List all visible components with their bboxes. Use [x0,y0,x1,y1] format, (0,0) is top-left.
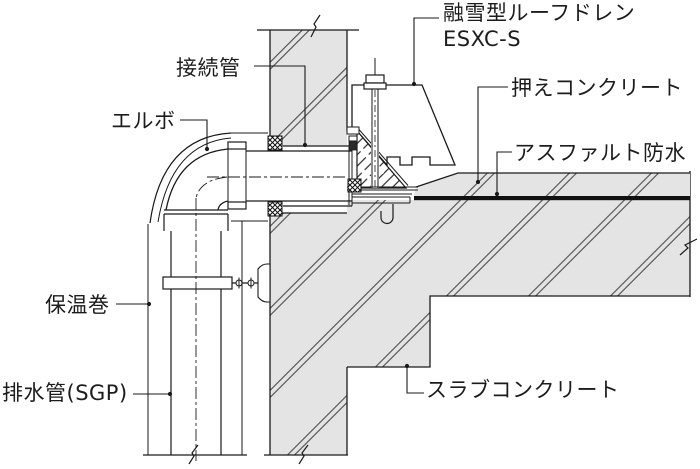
elbow-fitting [149,132,247,231]
roof-drain-body [346,58,456,225]
hook-bolt [380,204,394,225]
pipe-insulation-line [231,132,268,222]
insulation-outer-arc [149,132,232,224]
pipe-support-bracket [162,263,271,303]
drain-pipe-vertical [147,221,243,455]
wall-packing-bottom [267,201,283,217]
label-roof-drain: 融雪型ルーフドレン ESXC-S [443,0,635,52]
insulation-lines [147,221,243,455]
roof-slab [269,171,691,455]
leader-lines [116,17,512,395]
label-drain-pipe: 排水管(SGP) [2,381,128,405]
leader-elbow [180,119,208,148]
label-slab-concrete: スラブコンクリート [426,378,620,402]
topping-concrete [414,172,690,196]
leader-connection-pipe [254,65,306,144]
label-roof-drain-line1: 融雪型ルーフドレン [443,1,636,25]
flange-packing [347,178,362,193]
drain-flange [346,126,418,225]
centerlines [195,176,345,461]
anchor-bolt [363,58,387,190]
leader-asphalt [496,151,512,193]
label-topping-concrete: 押えコンクリート [511,76,683,100]
connection-pipe [231,132,353,222]
label-asphalt-waterproofing: アスファルト防水 [514,141,686,165]
label-elbow: エルボ [111,109,176,133]
waterproof-membrane [414,196,690,201]
break-marks [143,14,698,465]
leader-slab [406,367,424,394]
leader-dots [146,81,500,397]
label-connection-pipe: 接続管 [176,56,241,80]
label-roof-drain-line2: ESXC-S [443,27,522,51]
wall-packing-top [267,135,283,151]
label-insulation-wrap: 保温巻 [45,293,110,317]
strainer [356,129,408,189]
leader-topping-concrete [477,86,508,181]
leader-roof-drain [413,17,439,84]
bracket-wall-plate [257,263,271,303]
parapet-wall [269,30,348,146]
